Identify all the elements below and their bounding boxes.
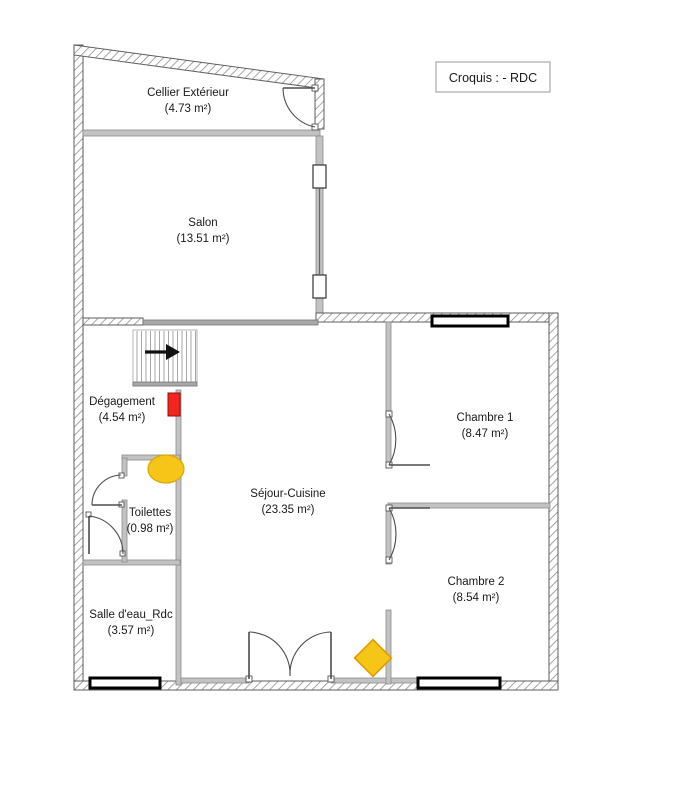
room-name-toilettes: Toilettes — [129, 507, 171, 519]
room-area-cellier: (4.73 m²) — [165, 103, 212, 115]
staircase — [132, 329, 198, 387]
door-cellier — [282, 84, 319, 131]
wall-exterior-right — [548, 312, 559, 691]
room-label-chambre1: Chambre 1 (8.47 m²) — [457, 412, 514, 440]
room-name-chambre2: Chambre 2 — [448, 576, 505, 588]
room-area-chambre2: (8.54 m²) — [453, 592, 500, 604]
room-area-toilettes: (0.98 m²) — [127, 523, 174, 535]
wall-sejour-bottom-left — [180, 677, 250, 684]
staircase-bottom-edge — [132, 381, 198, 387]
room-name-sejour-cuisine: Séjour-Cuisine — [250, 488, 325, 500]
wall-sejour-chambre1 — [385, 321, 392, 463]
door-chambre2 — [385, 504, 430, 564]
windows — [88, 314, 510, 690]
window-chambre2-bottom — [416, 676, 502, 690]
wall-sejour-bottom-right — [330, 677, 422, 684]
window-salledeau-bottom — [88, 676, 162, 690]
title-box-border — [435, 61, 551, 93]
wall-exterior-bottom — [73, 680, 559, 691]
door-double-arc-left — [248, 631, 291, 677]
door-toilettes-arc — [91, 474, 122, 506]
room-area-sejour-cuisine: (23.35 m²) — [261, 504, 314, 516]
yellow-diamond-fixture — [353, 638, 393, 678]
title-box-label: Croquis : - RDC — [449, 71, 537, 85]
doors — [85, 84, 430, 683]
room-label-degagement: Dégagement (4.54 m²) — [89, 396, 156, 424]
room-labels: Cellier Extérieur (4.73 m²) Salon (13.51… — [89, 87, 513, 637]
door-chambre1-arc — [388, 413, 397, 466]
room-name-salon: Salon — [188, 217, 217, 229]
door-sejour-double — [245, 631, 335, 683]
wall-salon-sejour-right — [142, 319, 319, 326]
window-chambre1-top — [430, 314, 510, 328]
salon-openings — [312, 164, 327, 299]
staircase-direction-arrow — [145, 344, 180, 360]
door-toilettes — [91, 472, 125, 508]
wall-sejour-chambre2 — [385, 609, 392, 685]
room-label-chambre2: Chambre 2 (8.54 m²) — [448, 576, 505, 604]
wall-salon-sejour-left — [82, 317, 144, 326]
staircase-outline — [132, 329, 198, 387]
red-fixture — [167, 392, 181, 417]
door-salledeau — [85, 511, 126, 557]
floor-fill-right — [320, 318, 558, 684]
room-name-chambre1: Chambre 1 — [457, 412, 514, 424]
wall-toilettes-left-lower — [121, 499, 128, 563]
room-label-cellier: Cellier Extérieur (4.73 m²) — [147, 87, 229, 115]
door-cellier-arc — [282, 87, 316, 128]
title-box: Croquis : - RDC — [435, 61, 551, 93]
room-name-degagement: Dégagement — [89, 396, 156, 408]
wall-toilettes-left-upper — [121, 457, 128, 477]
wall-cellier-right — [314, 78, 325, 130]
wall-exterior-left — [73, 44, 84, 691]
wall-sejour-chambre-mid — [385, 507, 392, 565]
opening-salon-upper — [312, 164, 327, 189]
door-chambre1 — [385, 410, 430, 469]
wall-toilettes-salledeau — [82, 559, 181, 566]
wall-degagement-sejour — [175, 389, 182, 686]
wall-cellier-salon — [82, 129, 321, 137]
opening-salon-lower — [312, 274, 327, 299]
room-label-salon: Salon (13.51 m²) — [176, 217, 229, 245]
yellow-round-fixture — [147, 454, 185, 484]
door-chambre2-arc — [388, 507, 397, 561]
room-area-degagement: (4.54 m²) — [99, 412, 146, 424]
room-name-salledeau: Salle d'eau_Rdc — [89, 609, 173, 621]
wall-toilettes-top — [121, 454, 181, 461]
room-name-cellier: Cellier Extérieur — [147, 87, 229, 99]
fixtures — [147, 392, 393, 678]
door-double-arc-right — [289, 631, 332, 677]
room-label-sejour-cuisine: Séjour-Cuisine (23.35 m²) — [250, 488, 325, 516]
room-area-salon: (13.51 m²) — [176, 233, 229, 245]
floor-areas — [82, 52, 558, 684]
room-label-toilettes: Toilettes (0.98 m²) — [127, 507, 174, 535]
room-area-salledeau: (3.57 m²) — [108, 625, 155, 637]
floor-fill-left — [82, 52, 320, 684]
room-area-chambre1: (8.47 m²) — [462, 428, 509, 440]
door-salledeau-arc — [88, 515, 124, 555]
room-label-salledeau: Salle d'eau_Rdc (3.57 m²) — [89, 609, 173, 637]
